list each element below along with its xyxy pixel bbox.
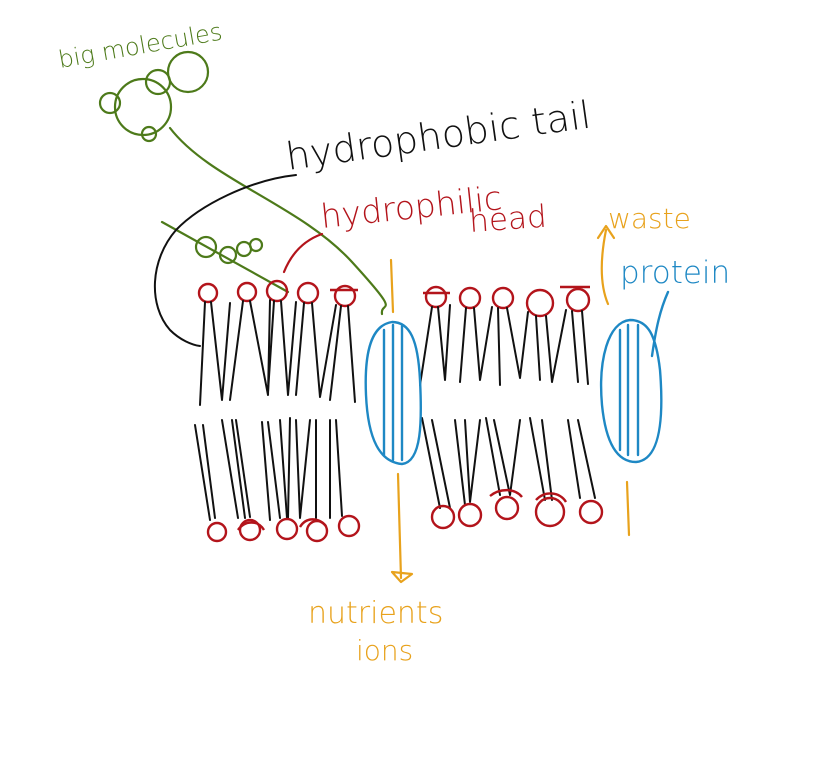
hydrophobic-tail-pointer	[153, 174, 297, 347]
ions-label: ions	[356, 634, 413, 667]
head-label: head	[468, 199, 548, 240]
lower-tails-left	[194, 417, 343, 521]
lower-heads-left	[206, 514, 361, 543]
nutrients-channel-arrow	[389, 258, 414, 584]
bilayer-middle-block	[419, 285, 604, 530]
waste-label: waste	[608, 202, 691, 235]
lower-heads-middle	[430, 488, 604, 530]
nutrients-label: nutrients	[308, 596, 443, 631]
small-molecules-cluster	[160, 220, 290, 294]
lower-tails-middle	[421, 417, 596, 509]
big-molecules-pointer	[168, 126, 387, 316]
upper-heads-middle	[423, 285, 591, 318]
big-molecules-label: big molecules	[56, 18, 224, 74]
upper-heads-left	[197, 279, 358, 308]
left-protein	[364, 320, 423, 466]
protein-pointer	[650, 290, 670, 358]
upper-tails-middle	[419, 304, 589, 386]
right-protein	[599, 318, 663, 464]
bilayer-left-block	[194, 279, 361, 543]
hydrophobic-tail-label: hydrophobic tail	[283, 93, 593, 179]
upper-tails-left	[199, 299, 356, 406]
hydrophilic-head-pointer	[282, 232, 324, 274]
waste-channel-arrow	[596, 224, 631, 537]
big-molecules-cluster	[98, 50, 210, 143]
protein-label: protein	[620, 255, 730, 291]
